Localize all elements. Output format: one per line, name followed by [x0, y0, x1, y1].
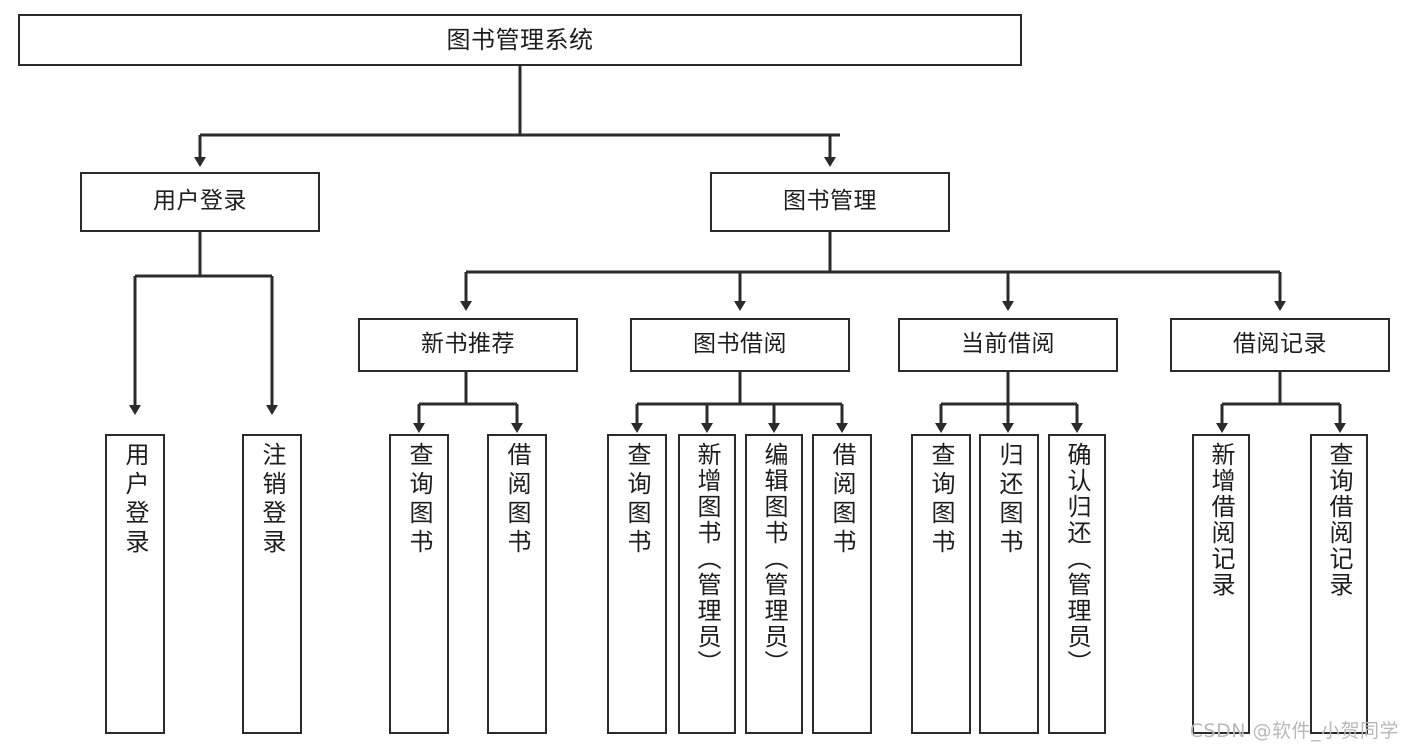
node-leaf-borrow-book-2[interactable]: 借阅图书	[812, 434, 872, 734]
node-new-book-recommend[interactable]: 新书推荐	[358, 318, 578, 372]
csdn-watermark: CSDN @软件_小贺同学	[1189, 720, 1399, 742]
node-root[interactable]: 图书管理系统	[18, 14, 1022, 66]
node-leaf-edit-book[interactable]: 编辑图书（管理员）	[745, 434, 803, 734]
node-book-borrow-label: 图书借阅	[693, 331, 787, 358]
node-leaf-edit-book-label: 编辑图书（管理员）	[760, 442, 788, 676]
node-leaf-borrow-book-1[interactable]: 借阅图书	[487, 434, 547, 734]
node-leaf-user-login-label: 用户登录	[121, 442, 149, 558]
node-leaf-add-book-label: 新增图书（管理员）	[693, 442, 721, 676]
node-leaf-return-book-label: 归还图书	[995, 442, 1023, 558]
node-leaf-add-record-label: 新增借阅记录	[1207, 442, 1235, 598]
node-book-manage[interactable]: 图书管理	[710, 172, 950, 232]
node-leaf-query-book-2-label: 查询图书	[623, 442, 651, 558]
node-leaf-borrow-book-2-label: 借阅图书	[828, 442, 856, 558]
node-root-label: 图书管理系统	[446, 25, 594, 54]
node-current-borrow[interactable]: 当前借阅	[898, 318, 1118, 372]
node-leaf-user-login[interactable]: 用户登录	[105, 434, 165, 734]
node-leaf-user-logout-label: 注销登录	[258, 442, 286, 558]
node-leaf-query-book-3-label: 查询图书	[927, 442, 955, 558]
node-leaf-query-book-1-label: 查询图书	[405, 442, 433, 558]
node-leaf-query-book-1[interactable]: 查询图书	[389, 434, 449, 734]
node-borrow-record[interactable]: 借阅记录	[1170, 318, 1390, 372]
node-leaf-confirm-return[interactable]: 确认归还（管理员）	[1048, 434, 1106, 734]
node-book-manage-label: 图书管理	[783, 188, 877, 215]
node-user-login-label: 用户登录	[153, 188, 247, 215]
node-leaf-borrow-book-1-label: 借阅图书	[503, 442, 531, 558]
node-leaf-confirm-return-label: 确认归还（管理员）	[1063, 442, 1091, 676]
node-leaf-add-record[interactable]: 新增借阅记录	[1192, 434, 1250, 734]
node-leaf-user-logout[interactable]: 注销登录	[242, 434, 302, 734]
node-user-login[interactable]: 用户登录	[80, 172, 320, 232]
node-leaf-query-book-2[interactable]: 查询图书	[607, 434, 667, 734]
node-leaf-return-book[interactable]: 归还图书	[979, 434, 1039, 734]
node-leaf-query-record[interactable]: 查询借阅记录	[1310, 434, 1368, 734]
node-leaf-query-book-3[interactable]: 查询图书	[911, 434, 971, 734]
node-book-borrow[interactable]: 图书借阅	[630, 318, 850, 372]
node-current-borrow-label: 当前借阅	[961, 331, 1055, 358]
node-new-book-recommend-label: 新书推荐	[421, 331, 515, 358]
node-leaf-query-record-label: 查询借阅记录	[1325, 442, 1353, 598]
node-leaf-add-book[interactable]: 新增图书（管理员）	[678, 434, 736, 734]
node-borrow-record-label: 借阅记录	[1233, 331, 1327, 358]
